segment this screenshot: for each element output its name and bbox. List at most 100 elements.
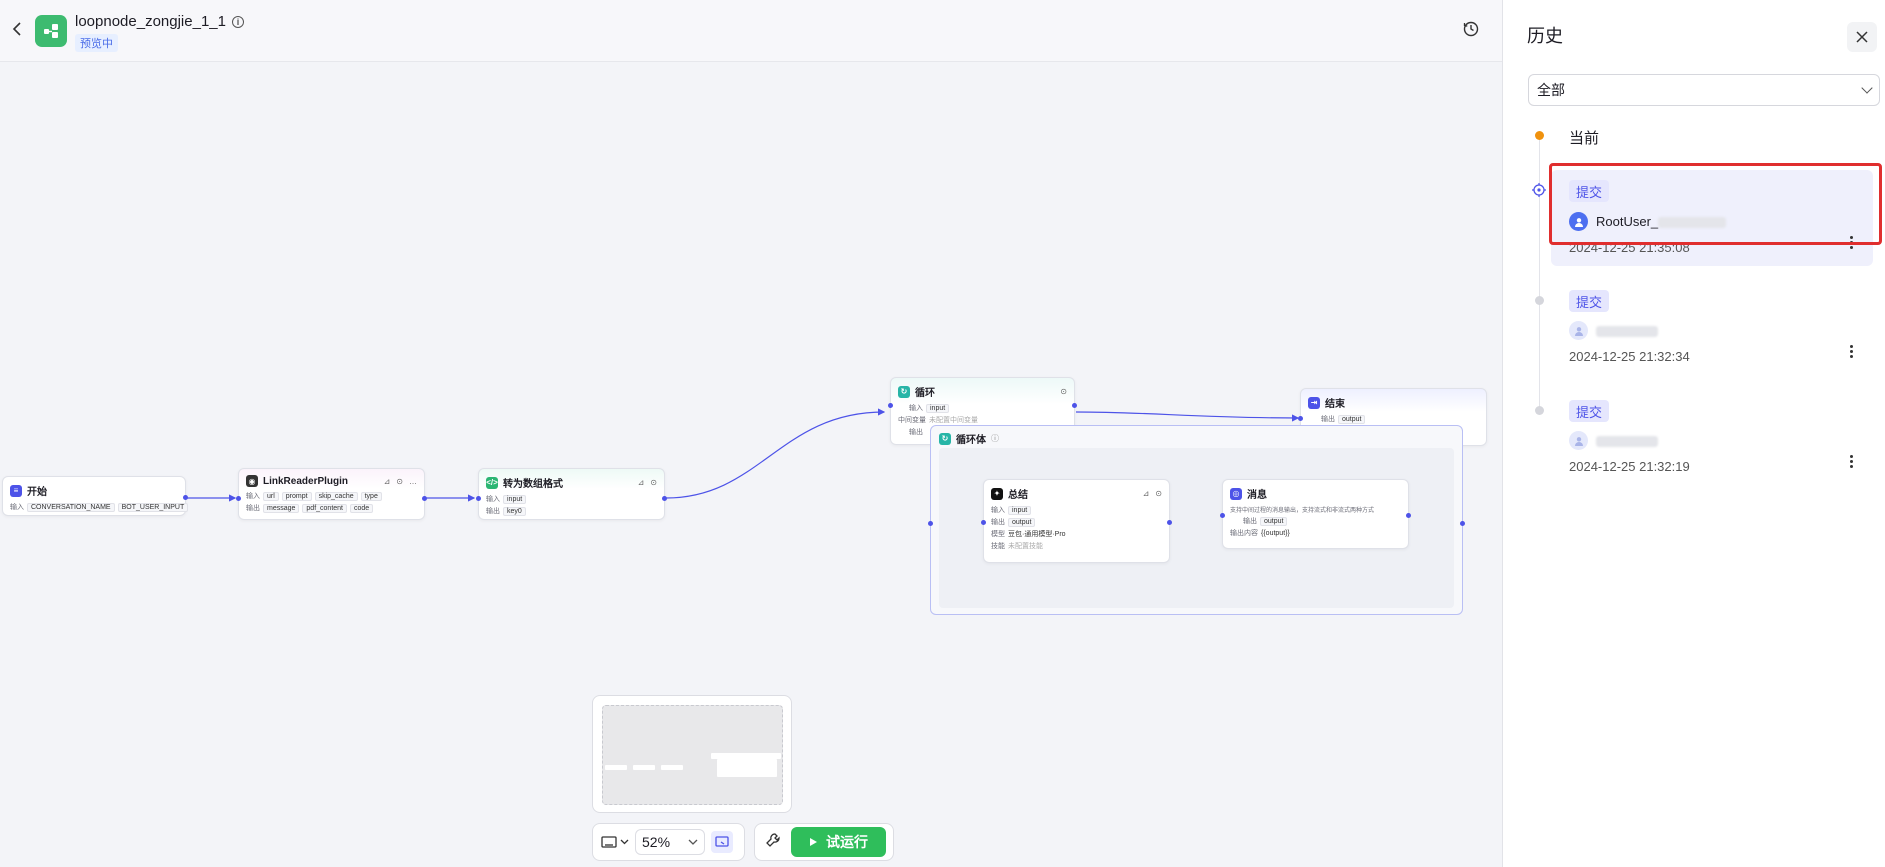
node-tools: ⊿ ⊙ … (384, 477, 417, 486)
edge-loop-end (1075, 411, 1300, 422)
tag: prompt (281, 491, 312, 501)
summary-title: 总结 (1008, 490, 1028, 501)
layout-mode-dropdown[interactable] (601, 835, 629, 849)
tag: code (350, 503, 374, 513)
input-port[interactable] (236, 496, 241, 501)
minimap-viewport[interactable] (602, 705, 783, 805)
message-node[interactable]: ◎ 消息 支持中间过程的消息输出，支持流式和非流式两种方式 输出 output … (1220, 479, 1411, 549)
tag: CONVERSATION_NAME (27, 502, 115, 512)
tag: input (926, 403, 950, 413)
run-node-icon[interactable]: ⊙ (1155, 489, 1162, 498)
history-entry[interactable]: 提交 2024-12-25 21:32:34 (1551, 280, 1873, 376)
entry-time: 2024-12-25 21:32:34 (1569, 349, 1690, 364)
redacted-text (1658, 217, 1727, 229)
more-vertical-icon[interactable] (1849, 345, 1853, 358)
filter-value: 全部 (1537, 82, 1565, 98)
input-port[interactable] (928, 521, 933, 526)
avatar (1569, 212, 1588, 231)
close-icon (1856, 31, 1868, 43)
skill-value: 未配置技能 (1008, 543, 1043, 550)
entry-user: RootUser_ (1596, 214, 1727, 229)
timeline-dot (1535, 406, 1544, 415)
run-node-icon[interactable]: ⊙ (650, 478, 657, 487)
timeline-locate-icon (1532, 183, 1546, 202)
plugin-icon: ◉ (246, 475, 258, 487)
minimap[interactable] (592, 695, 792, 813)
entry-time: 2024-12-25 21:32:19 (1569, 459, 1690, 474)
more-icon[interactable]: … (409, 476, 417, 486)
more-vertical-icon[interactable] (1849, 455, 1853, 468)
test-run-button[interactable]: 试运行 (791, 827, 886, 857)
content-label: 输出内容 (1230, 530, 1258, 537)
end-icon: ⇥ (1308, 396, 1320, 409)
output-label: 输出 (486, 508, 500, 515)
user-icon (1574, 436, 1583, 446)
output-label: 输出 (909, 429, 923, 436)
zoom-select[interactable]: 52% (635, 829, 705, 855)
history-clock-icon[interactable] (1462, 20, 1480, 38)
play-icon (810, 838, 817, 846)
close-button[interactable] (1847, 22, 1877, 52)
output-port[interactable] (1406, 513, 1411, 518)
content-value: {{output}} (1261, 529, 1290, 537)
history-filter-select[interactable]: 全部 (1528, 74, 1880, 106)
output-port[interactable] (1072, 403, 1077, 408)
history-entry[interactable]: 提交 RootUser_ 2024-12-25 21:35:08 (1551, 170, 1873, 266)
start-node[interactable]: ≡ 开始 输入 CONVERSATION_NAME BOT_USER_INPUT (2, 476, 189, 516)
timeline-dot (1535, 296, 1544, 305)
minimap-toggle-icon[interactable] (711, 831, 733, 853)
convert-node[interactable]: </> 转为数组格式 ⊿⊙ 输入 input 输出 key0 (476, 468, 667, 520)
top-bar: loopnode_zongjie_1_1 i 预览中 (0, 0, 1502, 62)
loop-body-header: ↻ 循环体 ⓘ (939, 431, 999, 446)
info-icon[interactable]: ⓘ (991, 434, 999, 443)
input-port[interactable] (476, 496, 481, 501)
run-node-icon[interactable]: ⊙ (1060, 387, 1067, 396)
screen-icon (601, 836, 617, 848)
debug-icon[interactable]: ⊿ (383, 476, 391, 486)
input-label: 输入 (246, 493, 260, 500)
more-vertical-icon[interactable] (1849, 236, 1853, 249)
model-value: 豆包·通用模型·Pro (1008, 531, 1066, 538)
wrench-icon[interactable] (765, 832, 781, 853)
output-label: 输出 (1243, 518, 1257, 525)
link-reader-node[interactable]: ◉ LinkReaderPlugin ⊿⊙… 输入 url prompt ski… (236, 468, 427, 520)
entry-tag: 提交 (1569, 180, 1609, 202)
input-port[interactable] (1298, 416, 1303, 421)
entry-time: 2024-12-25 21:35:08 (1569, 240, 1690, 255)
output-port[interactable] (183, 495, 188, 500)
node-tools: ⊿⊙ (638, 478, 657, 487)
test-run-label: 试运行 (826, 834, 868, 850)
skill-label: 技能 (991, 543, 1005, 550)
zoom-value: 52% (642, 834, 671, 850)
history-entry[interactable]: 提交 2024-12-25 21:32:19 (1551, 390, 1873, 486)
tag: input (503, 494, 527, 504)
info-icon[interactable]: i (231, 15, 244, 28)
debug-icon[interactable]: ⊿ (1142, 489, 1150, 498)
run-node-icon[interactable]: ⊙ (396, 476, 403, 486)
input-port[interactable] (981, 520, 986, 525)
input-label: 输入 (909, 405, 923, 412)
output-port[interactable] (422, 496, 427, 501)
message-icon: ◎ (1230, 487, 1242, 500)
input-label: 输入 (486, 496, 500, 503)
minimap-node (633, 765, 655, 770)
entry-user-name: RootUser_ (1596, 214, 1659, 229)
output-port[interactable] (662, 496, 667, 501)
end-title: 结束 (1325, 399, 1345, 410)
tag: type (360, 491, 382, 501)
redacted-text (1596, 436, 1658, 448)
output-port[interactable] (1460, 521, 1465, 526)
minimap-node (605, 765, 627, 770)
input-port[interactable] (1220, 513, 1225, 518)
debug-icon[interactable]: ⊿ (637, 478, 645, 487)
var-value: 未配置中间变量 (929, 417, 978, 424)
summary-node[interactable]: ✦ 总结 ⊿⊙ 输入 input 输出 output 模型 豆包·通用模型·Pr… (981, 479, 1172, 563)
tag: url (263, 491, 279, 501)
current-version-label[interactable]: 当前 (1569, 130, 1600, 147)
back-arrow-icon[interactable] (6, 18, 28, 40)
edge-convert-loop (665, 408, 886, 499)
output-port[interactable] (1167, 520, 1172, 525)
tag: pdf_content (302, 503, 347, 513)
workflow-canvas[interactable]: ≡ 开始 输入 CONVERSATION_NAME BOT_USER_INPUT… (0, 62, 1502, 867)
input-port[interactable] (888, 403, 893, 408)
